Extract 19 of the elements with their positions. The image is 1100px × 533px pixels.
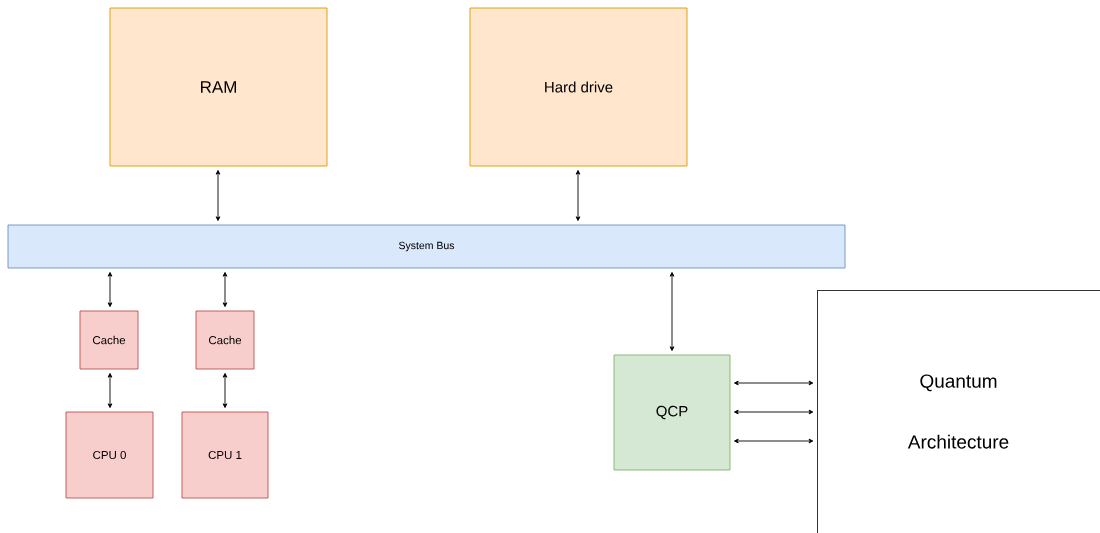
arrow — [107, 272, 113, 307]
architecture-box: Quantum Architecture — [817, 290, 1100, 533]
arrow — [734, 409, 814, 415]
arrow — [575, 170, 581, 221]
arrow — [734, 438, 814, 444]
bus-bar: System Bus — [7, 224, 846, 269]
arrow — [734, 380, 814, 386]
arrow — [222, 272, 228, 307]
cache-box: Cache — [79, 310, 139, 370]
arrow — [215, 170, 221, 221]
processor-box: QCP — [613, 354, 731, 471]
processor-box: CPU 1 — [181, 411, 269, 499]
storage-box: Hard drive — [469, 7, 688, 167]
arrow — [107, 373, 113, 408]
memory-box: RAM — [109, 7, 328, 167]
cache-box: Cache — [195, 310, 255, 370]
arrow — [669, 272, 675, 351]
processor-box: CPU 0 — [65, 411, 154, 499]
arrow — [222, 373, 228, 408]
